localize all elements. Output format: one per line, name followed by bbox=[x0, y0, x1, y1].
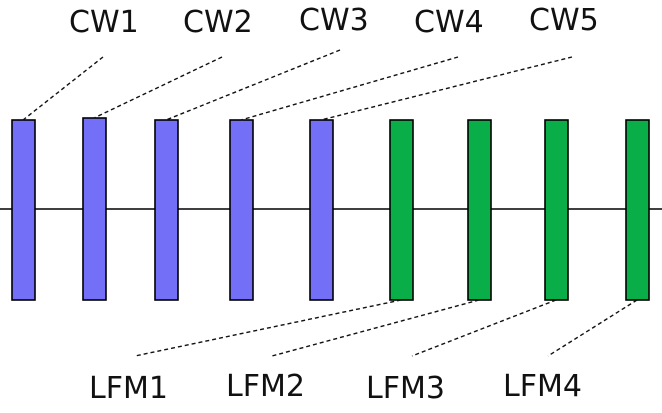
cw1-bar bbox=[11, 119, 36, 301]
lfm1-label: LFM1 bbox=[89, 371, 168, 406]
cw5-label: CW5 bbox=[529, 3, 599, 38]
cw3-leader bbox=[165, 49, 341, 121]
lfm2-label: LFM2 bbox=[226, 369, 305, 404]
lfm3-leader bbox=[411, 299, 557, 357]
cw4-bar bbox=[229, 119, 254, 301]
lfm2-bar bbox=[467, 119, 492, 301]
lfm4-bar bbox=[625, 119, 650, 301]
lfm4-label: LFM4 bbox=[503, 369, 582, 404]
lfm3-label: LFM3 bbox=[366, 371, 445, 406]
lfm4-leader bbox=[547, 299, 638, 357]
lfm1-leader bbox=[134, 299, 402, 357]
lfm2-leader bbox=[271, 299, 480, 357]
lfm1-bar bbox=[389, 119, 414, 301]
cw2-leader bbox=[93, 56, 223, 119]
cw2-bar bbox=[82, 117, 107, 301]
cw1-label: CW1 bbox=[69, 5, 139, 40]
cw4-leader bbox=[240, 56, 459, 121]
cw1-leader bbox=[22, 56, 104, 121]
cw2-label: CW2 bbox=[183, 5, 253, 40]
cw4-label: CW4 bbox=[414, 5, 484, 40]
cw5-leader bbox=[320, 56, 573, 121]
cw5-bar bbox=[309, 119, 334, 301]
cw3-label: CW3 bbox=[299, 3, 369, 38]
lfm3-bar bbox=[544, 119, 569, 301]
cw3-bar bbox=[154, 119, 179, 301]
